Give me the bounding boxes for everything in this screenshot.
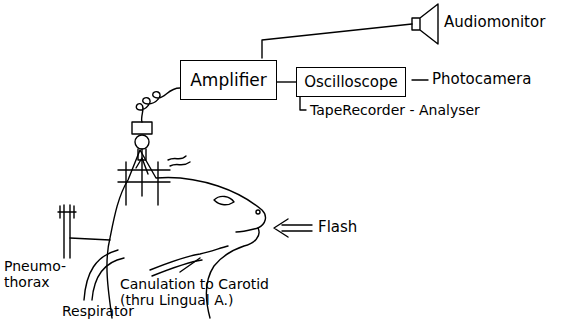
respirator-tube xyxy=(84,250,124,300)
annotation-label: Flash xyxy=(318,219,357,236)
box-label: Amplifier xyxy=(190,70,267,90)
speaker-symbol xyxy=(412,4,438,44)
cannula-tube xyxy=(150,246,228,276)
annotation-label: Canulation to Carotid (thru Lingual A.) xyxy=(120,276,298,308)
box-label: Oscilloscope xyxy=(304,73,398,91)
annotation-label: Pneumo- thorax xyxy=(4,258,66,290)
process-box: Oscilloscope xyxy=(296,67,406,97)
eye xyxy=(214,196,234,204)
cannula-leader xyxy=(180,258,200,272)
signal-wire xyxy=(277,81,296,82)
electrode-holder xyxy=(132,122,152,134)
mouth xyxy=(236,228,258,232)
pneumothorax-tube xyxy=(58,205,76,258)
nose xyxy=(256,210,260,214)
ear-inner xyxy=(136,158,148,174)
ear-wires xyxy=(168,156,190,166)
pneumothorax-line xyxy=(70,238,110,240)
speaker-wire xyxy=(262,24,412,58)
annotation-label: Respirator xyxy=(62,303,134,319)
annotation-label: Photocamera xyxy=(432,71,531,88)
camera-wire xyxy=(412,79,428,80)
process-box: Amplifier xyxy=(180,60,277,100)
electrode-probe xyxy=(138,149,146,196)
annotation-label: Audiomonitor xyxy=(444,14,545,31)
holder-knob xyxy=(135,135,149,149)
flash-arrow xyxy=(274,219,312,237)
annotation-label: TapeRecorder - Analyser xyxy=(310,102,480,118)
electrode-cable xyxy=(136,88,180,122)
